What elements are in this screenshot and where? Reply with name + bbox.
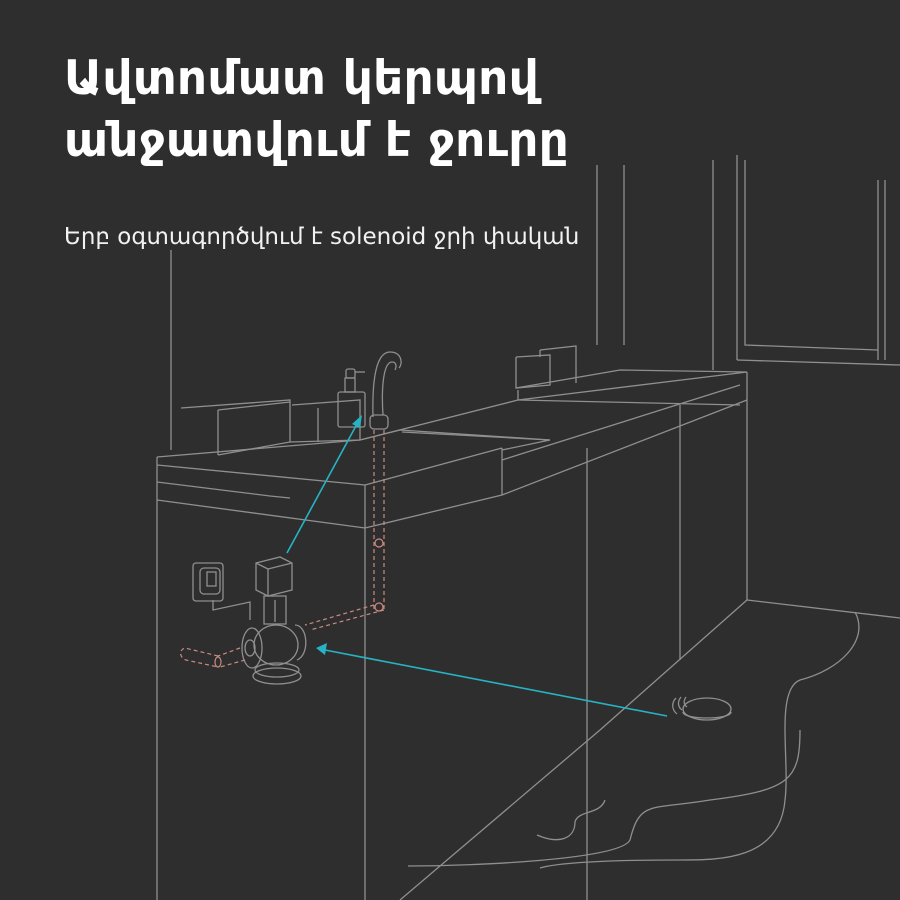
headline-line-1: Ավտոմատ կերպով [64, 51, 539, 106]
water-leak-sensor [672, 696, 732, 721]
faucet [369, 351, 402, 430]
subheadline: Երբ օգտագործվում է solenoid ջրի փական [64, 224, 580, 250]
headline-line-2: անջատվում է ջուրը [64, 113, 570, 168]
back-shelves [180, 345, 748, 456]
water-puddle [407, 611, 860, 869]
headline: Ավտոմատ կերպով անջատվում է ջուրը [64, 48, 569, 172]
signal-arrows [286, 415, 668, 717]
water-pipe [180, 430, 385, 668]
countertop [156, 371, 748, 900]
back-wall-lines [170, 155, 886, 450]
floor-edges [399, 599, 900, 900]
wall-socket [192, 562, 251, 620]
window [736, 160, 900, 366]
soap-dispenser [337, 368, 366, 428]
solenoid-valve [241, 556, 307, 685]
